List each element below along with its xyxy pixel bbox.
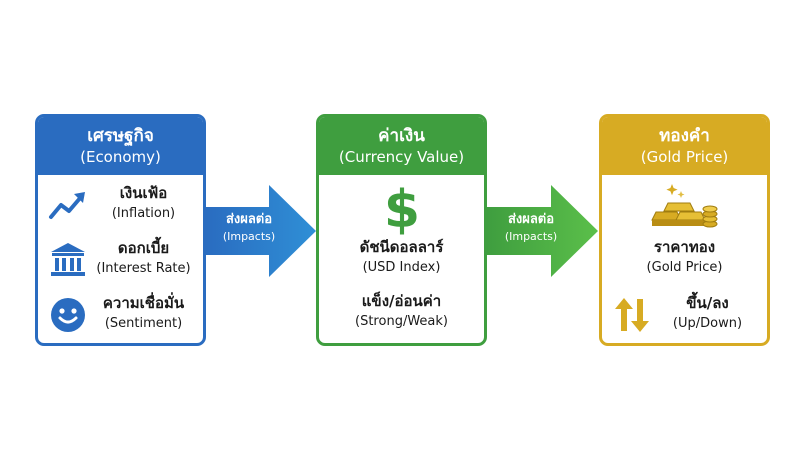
arrow-1-label-en: (Impacts) xyxy=(222,230,276,243)
economy-item-interest-rate: ดอกเบี้ย (Interest Rate) xyxy=(38,236,203,284)
interest-rate-label-en: (Interest Rate) xyxy=(96,261,191,276)
impacts-arrow-2: ส่งผลต่อ (Impacts) xyxy=(487,185,599,277)
economy-item-sentiment: ความเชื่อมั่น (Sentiment) xyxy=(38,291,203,339)
usd-index-th: ดัชนีดอลลาร์ xyxy=(359,238,444,256)
bank-icon xyxy=(48,240,88,280)
arrow-2-label-en: (Impacts) xyxy=(504,230,558,243)
gold-price-en: (Gold Price) xyxy=(646,260,723,275)
economy-header: เศรษฐกิจ (Economy) xyxy=(38,117,203,175)
currency-title-th: ค่าเงิน xyxy=(378,126,425,146)
gold-title-th: ทองคำ xyxy=(659,126,710,146)
interest-rate-label-th: ดอกเบี้ย xyxy=(117,239,170,257)
inflation-label-en: (Inflation) xyxy=(111,206,176,221)
usd-index-en: (USD Index) xyxy=(362,260,441,275)
svg-text:$: $ xyxy=(383,180,419,235)
arrow-2-label-th: ส่งผลต่อ xyxy=(507,212,555,227)
inflation-label-th: เงินเฟ้อ xyxy=(119,184,168,202)
gold-item-up-down: ขึ้น/ลง (Up/Down) xyxy=(602,291,767,339)
up-down-th: ขึ้น/ลง xyxy=(686,294,729,312)
gold-price-th: ราคาทอง xyxy=(653,238,716,256)
economy-title-th: เศรษฐกิจ xyxy=(87,126,154,146)
impacts-arrow-1: ส่งผลต่อ (Impacts) xyxy=(205,185,317,277)
gold-bars-icon xyxy=(602,181,767,235)
economy-box: เศรษฐกิจ (Economy) เงินเฟ้อ (Inflation) xyxy=(35,114,206,346)
gold-price-label: ราคาทอง (Gold Price) xyxy=(602,237,767,277)
up-down-arrows-icon xyxy=(612,295,652,335)
gold-header: ทองคำ (Gold Price) xyxy=(602,117,767,175)
up-down-en: (Up/Down) xyxy=(672,316,743,331)
currency-header: ค่าเงิน (Currency Value) xyxy=(319,117,484,175)
gold-box: ทองคำ (Gold Price) ราคาทอง (Gold Price) xyxy=(599,114,770,346)
economy-item-inflation: เงินเฟ้อ (Inflation) xyxy=(38,181,203,229)
strength-label: แข็ง/อ่อนค่า (Strong/Weak) xyxy=(319,291,484,331)
currency-box: ค่าเงิน (Currency Value) $ ดัชนีดอลลาร์ … xyxy=(316,114,487,346)
gold-title-en: (Gold Price) xyxy=(640,148,729,166)
economy-title-en: (Economy) xyxy=(80,148,161,166)
trend-up-icon xyxy=(48,185,88,225)
arrow-1-label-th: ส่งผลต่อ xyxy=(225,212,273,227)
strength-th: แข็ง/อ่อนค่า xyxy=(361,292,442,310)
sentiment-label-en: (Sentiment) xyxy=(104,316,183,331)
usd-index-label: ดัชนีดอลลาร์ (USD Index) xyxy=(319,237,484,277)
sentiment-label-th: ความเชื่อมั่น xyxy=(102,294,185,312)
smiley-icon xyxy=(48,295,88,335)
dollar-icon: $ xyxy=(319,179,484,240)
strength-en: (Strong/Weak) xyxy=(355,314,448,329)
currency-title-en: (Currency Value) xyxy=(338,148,465,166)
